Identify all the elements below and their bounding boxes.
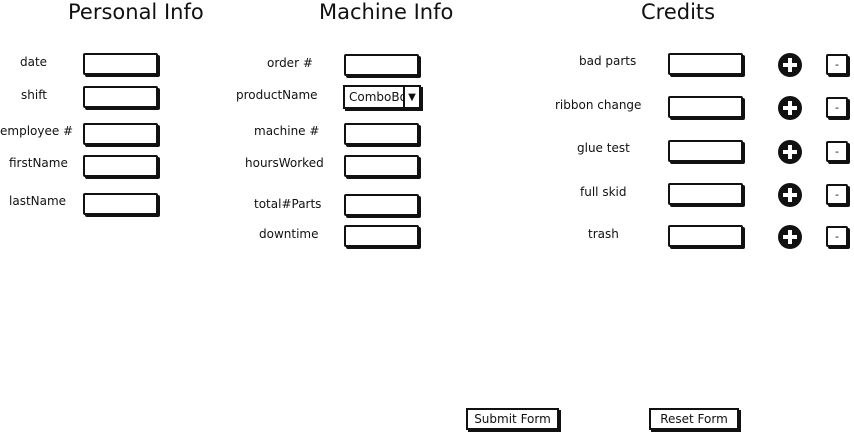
reset-form-button[interactable]: Reset Form: [649, 408, 739, 430]
credit-field-full-skid[interactable]: [668, 183, 743, 205]
machine-info-heading: Machine Info: [319, 0, 454, 24]
product-label: productName: [236, 88, 318, 102]
lastname-field[interactable]: [83, 193, 158, 215]
machine-label: machine #: [254, 124, 320, 138]
credit-label-trash: trash: [588, 227, 619, 241]
minus-button-full-skid[interactable]: -: [826, 184, 848, 205]
plus-circle-icon[interactable]: [777, 95, 803, 121]
credits-heading: Credits: [641, 0, 716, 24]
credit-field-bad-parts[interactable]: [668, 53, 743, 75]
order-label: order #: [267, 56, 313, 70]
downtime-label: downtime: [259, 227, 319, 241]
shift-label: shift: [21, 88, 47, 102]
employee-label: employee #: [0, 124, 74, 138]
credit-field-glue-test[interactable]: [668, 140, 743, 162]
credit-label-full-skid: full skid: [580, 185, 627, 199]
hours-field[interactable]: [344, 155, 419, 177]
credit-label-bad-parts: bad parts: [579, 54, 637, 68]
credit-field-trash[interactable]: [668, 225, 743, 247]
minus-button-ribbon-change[interactable]: -: [826, 97, 848, 118]
downtime-field[interactable]: [344, 225, 419, 247]
plus-circle-icon[interactable]: [777, 52, 803, 78]
total-parts-field[interactable]: [344, 194, 419, 216]
minus-button-glue-test[interactable]: -: [826, 141, 848, 162]
shift-field[interactable]: [83, 86, 158, 108]
product-combobox-value: ComboBox: [349, 90, 403, 104]
plus-circle-icon[interactable]: [777, 224, 803, 250]
hours-label: hoursWorked: [245, 156, 324, 170]
personal-info-heading: Personal Info: [68, 0, 204, 24]
machine-field[interactable]: [344, 123, 419, 145]
firstname-label: firstName: [9, 156, 68, 170]
firstname-field[interactable]: [83, 155, 158, 177]
employee-field[interactable]: [83, 123, 158, 145]
plus-circle-icon[interactable]: [777, 182, 803, 208]
credit-label-glue-test: glue test: [577, 141, 630, 155]
plus-circle-icon[interactable]: [777, 139, 803, 165]
date-field[interactable]: [83, 53, 158, 75]
credit-field-ribbon-change[interactable]: [668, 96, 743, 118]
submit-form-button[interactable]: Submit Form: [466, 408, 559, 430]
product-combobox[interactable]: ComboBox ▼: [343, 85, 421, 109]
order-field[interactable]: [344, 54, 419, 76]
lastname-label: lastName: [9, 194, 67, 208]
date-label: date: [20, 55, 48, 69]
chevron-down-icon[interactable]: ▼: [403, 87, 419, 107]
minus-button-bad-parts[interactable]: -: [826, 54, 848, 75]
total-parts-label: total#Parts: [254, 197, 322, 211]
minus-button-trash[interactable]: -: [826, 226, 848, 247]
credit-label-ribbon-change: ribbon change: [555, 98, 642, 112]
